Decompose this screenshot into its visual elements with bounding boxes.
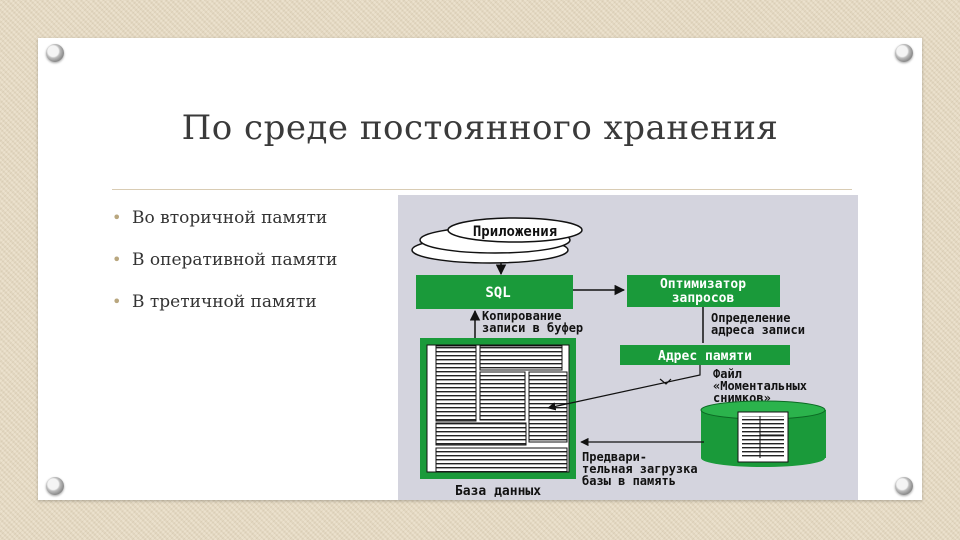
snapshot-cylinder	[701, 401, 826, 467]
copy-record-line2: записи в буфер	[482, 321, 583, 335]
optimizer-label-line2: запросов	[672, 291, 735, 306]
preload-line3: базы в память	[582, 474, 676, 488]
database-block	[420, 338, 576, 479]
sql-label: SQL	[485, 285, 510, 301]
bullet-item-secondary: Во вторичной памяти	[112, 208, 337, 250]
storage-diagram: Приложения SQL Оптимизатор запросов Опре…	[398, 195, 858, 500]
bullet-list: Во вторичной памяти В оперативной памяти…	[112, 208, 337, 334]
address-determination-line2: адреса записи	[711, 323, 805, 337]
pin-top-left	[46, 44, 64, 62]
database-label: База данных	[455, 484, 541, 499]
optimizer-label-line1: Оптимизатор	[660, 277, 746, 292]
pin-bottom-left	[46, 477, 64, 495]
memory-address-label: Адрес памяти	[658, 349, 752, 364]
bullet-item-ram: В оперативной памяти	[112, 250, 337, 292]
pin-bottom-right	[895, 477, 913, 495]
applications-label: Приложения	[473, 224, 557, 240]
pin-top-right	[895, 44, 913, 62]
bullet-item-tertiary: В третичной памяти	[112, 292, 337, 334]
title-divider	[112, 189, 852, 190]
slide-title: По среде постоянного хранения	[38, 108, 922, 148]
